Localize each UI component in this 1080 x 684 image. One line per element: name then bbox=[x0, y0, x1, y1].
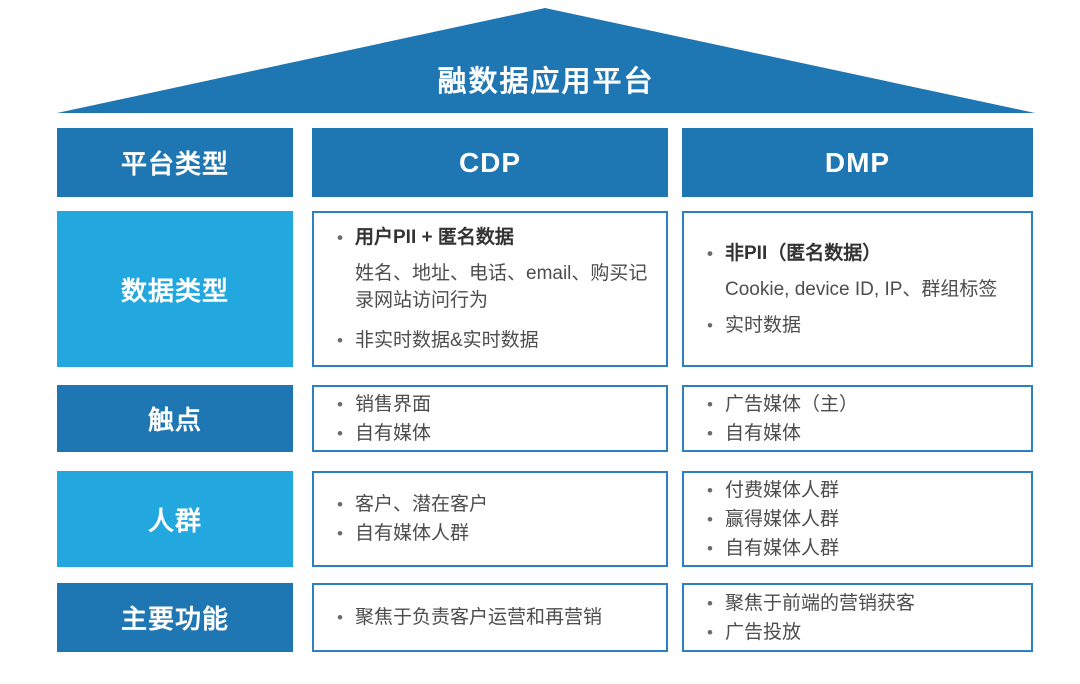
cell-cdp-audiences: 客户、潜在客户 自有媒体人群 bbox=[312, 471, 668, 567]
row-label-main-functions: 主要功能 bbox=[57, 583, 293, 652]
list-item: 非实时数据&实时数据 bbox=[334, 327, 652, 354]
list-item: 广告媒体（主） bbox=[704, 391, 1017, 418]
cell-dmp-main-functions: 聚焦于前端的营销获客 广告投放 bbox=[682, 583, 1033, 652]
list-item: 聚焦于前端的营销获客 bbox=[704, 590, 1017, 617]
row-label-touchpoints: 触点 bbox=[57, 385, 293, 452]
header-row: 平台类型 CDP DMP bbox=[57, 128, 1033, 197]
row-label-data-type: 数据类型 bbox=[57, 211, 293, 367]
list-item: 客户、潜在客户 bbox=[334, 491, 652, 518]
cell-dmp-data-type: 非PII（匿名数据） Cookie, device ID, IP、群组标签 实时… bbox=[682, 211, 1033, 367]
row-touchpoints: 触点 销售界面 自有媒体 广告媒体（主） 自有媒体 bbox=[57, 385, 1033, 452]
cell-cdp-main-functions: 聚焦于负责客户运营和再营销 bbox=[312, 583, 668, 652]
cell-dmp-audiences: 付费媒体人群 赢得媒体人群 自有媒体人群 bbox=[682, 471, 1033, 567]
list-item: 自有媒体人群 bbox=[334, 520, 652, 547]
row-audiences: 人群 客户、潜在客户 自有媒体人群 付费媒体人群 赢得媒体人群 自有媒体人群 bbox=[57, 471, 1033, 567]
list-item: 付费媒体人群 bbox=[704, 477, 1017, 504]
list-item: 自有媒体 bbox=[334, 420, 652, 447]
cdp-main-functions-list: 聚焦于负责客户运营和再营销 bbox=[334, 604, 652, 631]
cdp-audiences-list: 客户、潜在客户 自有媒体人群 bbox=[334, 491, 652, 547]
header-cdp: CDP bbox=[312, 128, 668, 197]
list-item: 用户PII + 匿名数据 bbox=[334, 224, 652, 251]
list-item: 自有媒体 bbox=[704, 420, 1017, 447]
row-data-type: 数据类型 用户PII + 匿名数据 姓名、地址、电话、email、购买记录网站访… bbox=[57, 211, 1033, 367]
header-platform-type: 平台类型 bbox=[57, 128, 293, 197]
diagram-title: 融数据应用平台 bbox=[437, 66, 655, 98]
roof-triangle bbox=[57, 8, 1035, 113]
cdp-touchpoints-list: 销售界面 自有媒体 bbox=[334, 391, 652, 447]
row-main-functions: 主要功能 聚焦于负责客户运营和再营销 聚焦于前端的营销获客 广告投放 bbox=[57, 583, 1033, 652]
list-item-sub: Cookie, device ID, IP、群组标签 bbox=[725, 278, 998, 300]
cell-cdp-data-type: 用户PII + 匿名数据 姓名、地址、电话、email、购买记录网站访问行为 非… bbox=[312, 211, 668, 367]
list-item: 销售界面 bbox=[334, 391, 652, 418]
cdp-data-type-list: 用户PII + 匿名数据 姓名、地址、电话、email、购买记录网站访问行为 非… bbox=[334, 224, 652, 354]
cell-cdp-touchpoints: 销售界面 自有媒体 bbox=[312, 385, 668, 452]
list-item: 实时数据 bbox=[704, 312, 1017, 339]
dmp-main-functions-list: 聚焦于前端的营销获客 广告投放 bbox=[704, 590, 1017, 646]
list-item: 聚焦于负责客户运营和再营销 bbox=[334, 604, 652, 631]
list-item: 广告投放 bbox=[704, 619, 1017, 646]
list-item-sub: 姓名、地址、电话、email、购买记录网站访问行为 bbox=[355, 263, 648, 311]
list-item: 非PII（匿名数据） bbox=[704, 240, 1017, 267]
dmp-audiences-list: 付费媒体人群 赢得媒体人群 自有媒体人群 bbox=[704, 477, 1017, 562]
list-item: 赢得媒体人群 bbox=[704, 506, 1017, 533]
row-label-audiences: 人群 bbox=[57, 471, 293, 567]
dmp-touchpoints-list: 广告媒体（主） 自有媒体 bbox=[704, 391, 1017, 447]
header-dmp: DMP bbox=[682, 128, 1033, 197]
cell-dmp-touchpoints: 广告媒体（主） 自有媒体 bbox=[682, 385, 1033, 452]
list-item: 自有媒体人群 bbox=[704, 535, 1017, 562]
dmp-data-type-list: 非PII（匿名数据） Cookie, device ID, IP、群组标签 实时… bbox=[704, 240, 1017, 339]
